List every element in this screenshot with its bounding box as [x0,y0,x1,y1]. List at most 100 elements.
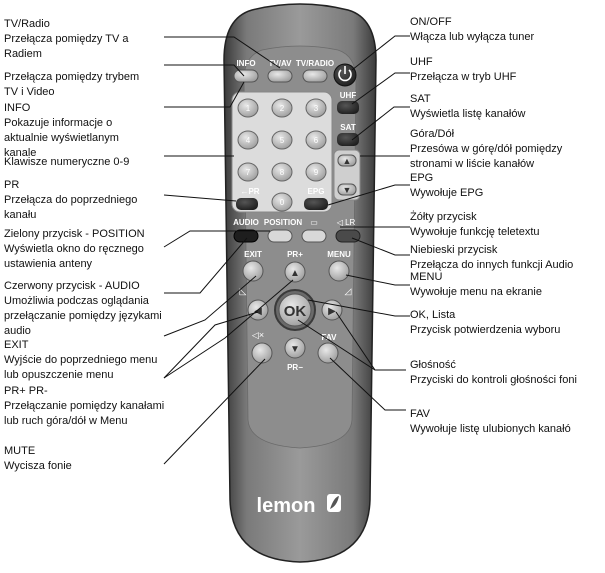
label-tv-av-line: Przełącza pomiędzy trybem [4,70,139,85]
pr-back-label: ←PR [240,187,259,196]
label-menu-line: MENU [410,270,542,285]
label-sat-line: SAT [410,92,525,107]
label-green-line: ustawienia anteny [4,257,145,272]
down-arrow-icon: ▼ [290,344,300,355]
label-up-down-line: stronami w liście kanałów [410,157,562,172]
position-label: POSITION [264,218,302,227]
digit-label: 8 [280,168,285,177]
digit-label: 5 [280,136,285,145]
fav-button [318,343,338,363]
label-up-down-line: Góra/Dół [410,127,562,142]
uhf-button [337,101,359,114]
label-yellow-line: Wywołuje funkcję teletextu [410,225,540,240]
pr-plus-label: PR+ [287,250,303,259]
top-button-2 [303,70,327,82]
label-mute-line: Wycisza fonie [4,459,72,474]
top-button-label: TV/AV [269,59,293,68]
label-menu-line: Wywołuje menu na ekranie [410,285,542,300]
right-arrow-icon: ▶ [328,306,336,317]
label-uhf-line: UHF [410,55,516,70]
mute-icon: ◁× [252,330,264,340]
digit-label: 6 [314,136,319,145]
label-red: Czerwony przycisk - AUDIOUmożliwia podcz… [4,279,162,339]
label-red-line: Umożliwia podczas oglądania [4,294,162,309]
yellow-key [302,230,326,242]
label-epg-line: EPG [410,171,483,186]
lr-icon: ◁ LR [337,218,356,227]
label-tv-av-line: TV i Video [4,85,139,100]
label-tv-radio-line: Radiem [4,47,129,62]
label-up-down-line: Przesówa w górę/dół pomiędzy [410,142,562,157]
pr-back-button [236,198,258,210]
sat-label: SAT [340,123,356,132]
label-info-line: Pokazuje informacje o [4,116,119,131]
label-info-line: aktualnie wyświetlanym [4,131,119,146]
label-info: INFOPokazuje informacje oaktualnie wyświ… [4,101,119,161]
label-red-line: Czerwony przycisk - AUDIO [4,279,162,294]
label-pr-plus-minus-line: lub ruch góra/dół w Menu [4,414,164,429]
label-blue-line: Niebieski przycisk [410,243,573,258]
epg-label: EPG [308,187,325,196]
label-numeric: Klawisze numeryczne 0-9 [4,155,129,170]
uhf-label: UHF [340,91,357,100]
label-tv-radio-line: Przełącza pomiędzy TV a [4,32,129,47]
label-red-line: przełączanie pomiędzy językami [4,309,162,324]
teletext-icon: ▭ [310,218,318,227]
label-ok-line: Przycisk potwierdzenia wyboru [410,323,560,338]
digit-label: 9 [314,168,319,177]
top-button-1 [268,70,292,82]
top-button-0 [234,70,258,82]
pr-minus-label: PR− [287,363,303,372]
label-tv-radio-line: TV/Radio [4,17,129,32]
label-epg-line: Wywołuje EPG [410,186,483,201]
epg-button [304,198,328,210]
menu-button [329,261,349,281]
red-key [234,230,258,242]
label-uhf: UHFPrzełącza w tryb UHF [410,55,516,85]
label-sat-line: Wyświetla listę kanałów [410,107,525,122]
label-ok-line: OK, Lista [410,308,560,323]
label-volume-line: Przyciski do kontroli głośności foni [410,373,577,388]
label-red-line: audio [4,324,162,339]
label-green-line: Wyświetla okno do ręcznego [4,242,145,257]
label-pr-back-line: PR [4,178,137,193]
top-button-label: INFO [236,59,255,68]
label-pr-back-line: Przełącza do poprzedniego [4,193,137,208]
label-fav-line: FAV [410,407,571,422]
label-pr-plus-minus-line: Przełączanie pomiędzy kanałami [4,399,164,414]
exit-label: EXIT [244,250,262,259]
menu-label: MENU [327,250,351,259]
label-on-off-line: ON/OFF [410,15,534,30]
label-tv-av: Przełącza pomiędzy trybemTV i Video [4,70,139,100]
digit-label: 2 [280,104,285,113]
label-pr-back-line: kanału [4,208,137,223]
brand-logo: lemon [257,495,316,517]
label-fav-line: Wywołuje listę ulubionych kanałó [410,422,571,437]
digit-label: 0 [280,198,285,207]
digit-label: 3 [314,104,319,113]
label-yellow-line: Żółty przycisk [410,210,540,225]
label-pr-plus-minus-line: PR+ PR- [4,384,164,399]
label-uhf-line: Przełącza w tryb UHF [410,70,516,85]
label-exit-line: lub opuszczenie menu [4,368,157,383]
label-volume-line: Głośność [410,358,577,373]
label-mute-line: MUTE [4,444,72,459]
green-key [268,230,292,242]
label-exit-line: EXIT [4,338,157,353]
audio-label: AUDIO [233,218,259,227]
